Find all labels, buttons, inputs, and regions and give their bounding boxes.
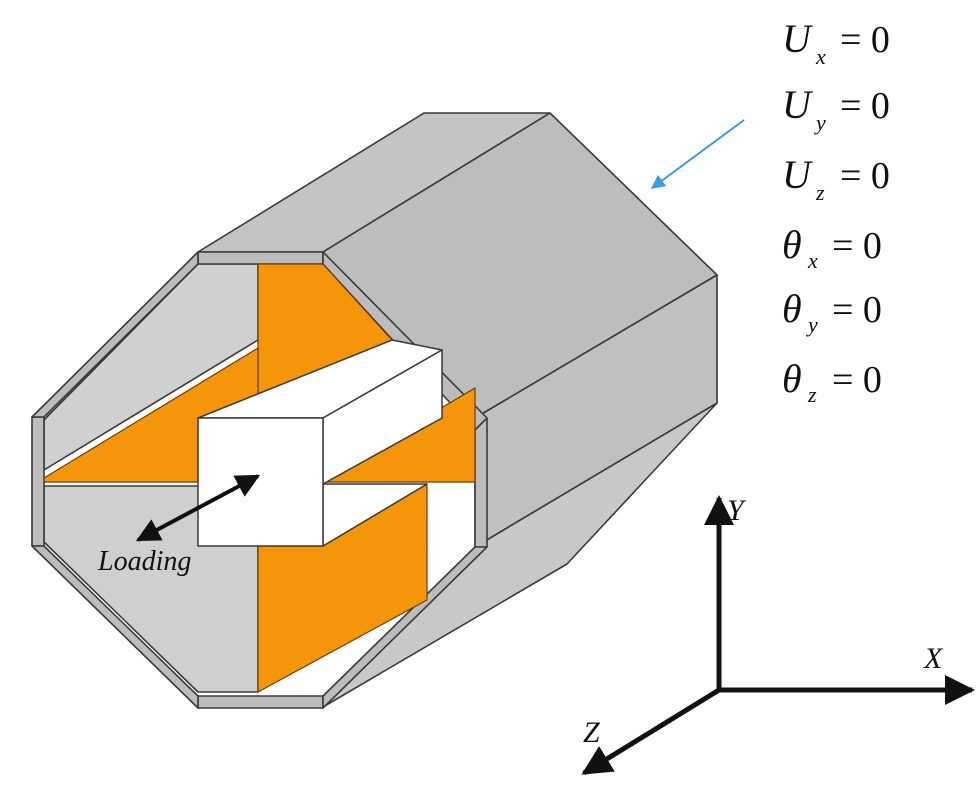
- z-axis: [581, 687, 721, 776]
- bc-row: U y = 0: [782, 82, 890, 135]
- bc-rhs: = 0: [832, 289, 882, 331]
- bc-subscript: z: [815, 180, 825, 205]
- tube-rim-top: [197, 251, 324, 265]
- bc-subscript: y: [814, 110, 826, 135]
- bc-rhs: = 0: [840, 19, 890, 61]
- bc-subscript: y: [806, 312, 818, 337]
- tube-rim-bottom: [197, 695, 324, 709]
- tube-rim-right: [474, 417, 488, 548]
- boundary-conditions: U x = 0 U y = 0 U z = 0 θ x = 0 θ y = 0 …: [782, 16, 890, 407]
- bc-row: U z = 0: [782, 152, 890, 205]
- tube-rim-bottom-left: [31, 545, 199, 709]
- tube-rim-left: [31, 416, 45, 547]
- loading-arrow: [135, 474, 261, 542]
- bc-symbol: U: [782, 152, 814, 197]
- bc-subscript: z: [807, 382, 817, 407]
- bc-symbol: θ: [782, 286, 802, 331]
- bc-symbol: θ: [782, 222, 802, 267]
- z-axis-label: Z: [583, 716, 600, 749]
- bc-symbol: U: [782, 82, 814, 127]
- bc-rhs: = 0: [840, 155, 890, 197]
- bc-subscript: x: [815, 44, 826, 69]
- fixed-end-pointer-arrow: [650, 119, 745, 189]
- bc-symbol: U: [782, 16, 814, 61]
- bc-row: θ y = 0: [782, 286, 882, 337]
- bc-row: θ z = 0: [782, 356, 882, 407]
- loading-label: Loading: [97, 546, 191, 577]
- x-axis-label: X: [923, 642, 944, 675]
- bc-row: θ x = 0: [782, 222, 882, 273]
- y-axis-label: Y: [727, 494, 747, 527]
- bc-rhs: = 0: [832, 359, 882, 401]
- bc-symbol: θ: [782, 356, 802, 401]
- bc-rhs: = 0: [832, 225, 882, 267]
- coordinate-axes: Y X Z: [581, 494, 975, 776]
- tube-rim-top-left: [31, 251, 199, 418]
- core-front-face: [197, 417, 324, 547]
- bc-subscript: x: [807, 248, 818, 273]
- bc-row: U x = 0: [782, 16, 890, 69]
- bc-rhs: = 0: [840, 85, 890, 127]
